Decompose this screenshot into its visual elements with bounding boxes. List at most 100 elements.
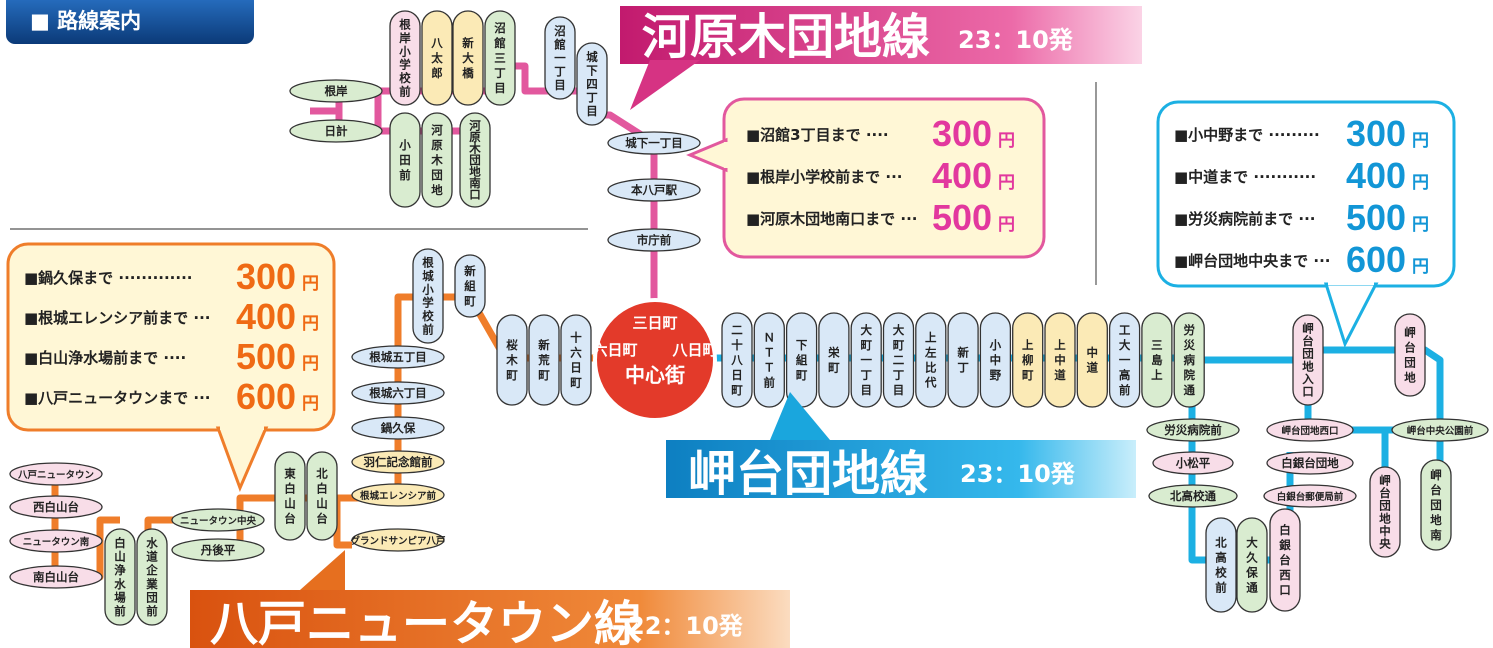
stop-misaki-v-3-char: 口 <box>1302 385 1314 399</box>
stop-misaki-9[interactable]: 上柳町 <box>1012 312 1044 408</box>
stop-kawara-1-char: 太 <box>430 51 443 65</box>
stop-kawara-0-char: 岸 <box>399 31 411 45</box>
stop-center-1[interactable]: 新組町 <box>454 254 486 318</box>
stop-kawara-h-4[interactable]: 市庁前 <box>607 228 701 252</box>
stop-kawara-6[interactable]: 小田前 <box>389 112 421 208</box>
stop-center-3[interactable]: 新荒町 <box>528 314 560 406</box>
stop-misaki-8[interactable]: 小中野 <box>979 312 1012 408</box>
stop-newtown-0[interactable]: 根城五丁目 <box>351 345 445 369</box>
stop-misaki-h-2[interactable]: 北高校通 <box>1148 484 1238 508</box>
stop-misaki-11[interactable]: 中道 <box>1076 312 1108 408</box>
stop-kawara-h-3[interactable]: 本八戸駅 <box>607 178 701 202</box>
stop-misaki-3[interactable]: 栄町 <box>818 312 850 408</box>
stop-misaki-5-char: 二 <box>893 353 905 367</box>
stop-kawara-4-char: 目 <box>554 78 566 92</box>
stop-kawara-2[interactable]: 新大橋 <box>452 10 484 106</box>
stop-kawara-1-char: 郎 <box>431 66 443 80</box>
stop-misaki-v-4[interactable]: 岬台団地 <box>1394 313 1426 397</box>
stop-newtown-8[interactable]: 八戸ニュータウン <box>9 462 103 486</box>
stop-misaki-h-5[interactable]: 白銀台郵便局前 <box>1263 484 1357 508</box>
stop-newtown-2[interactable]: 鍋久保 <box>351 416 445 440</box>
stop-misaki-9-char: 町 <box>1022 368 1034 382</box>
stop-misaki-h-1[interactable]: 小松平 <box>1152 451 1234 475</box>
stop-misaki-0-char: 日 <box>731 368 743 382</box>
hub-center[interactable]: 三日町 六日町 八日町 中心街 <box>592 298 718 422</box>
stop-misaki-5-char: 目 <box>893 383 905 397</box>
stop-misaki-2[interactable]: 下組町 <box>785 312 818 408</box>
stop-misaki-h-3[interactable]: 岬台団地西口 <box>1266 418 1354 442</box>
stop-kawara-h-1[interactable]: 日計 <box>289 119 383 143</box>
stop-misaki-2-char: 下 <box>796 338 808 352</box>
stop-misaki-v-0-char: 前 <box>1215 581 1227 595</box>
stop-newtown-9[interactable]: 西白山台 <box>9 495 103 519</box>
stop-misaki-h-4[interactable]: 白銀台団地 <box>1266 451 1354 475</box>
stop-newtown-v-3-char: 業 <box>145 577 158 591</box>
stop-newtown-7[interactable]: 丹後平 <box>171 538 265 562</box>
stop-misaki-v-5[interactable]: 岬台団地中央 <box>1369 466 1401 558</box>
stop-newtown-v-2-char: 水 <box>114 577 126 591</box>
stop-kawara-h-0[interactable]: 根岸 <box>289 79 383 103</box>
stop-newtown-10[interactable]: ニュータウン南 <box>9 529 103 553</box>
stop-misaki-13[interactable]: 三島上 <box>1141 312 1173 408</box>
stop-newtown-8-label: 八戸ニュータウン <box>17 469 94 481</box>
stop-kawara-1[interactable]: 八太郎 <box>421 10 453 106</box>
newtown-banner: 八戸ニュータウン線 22：10発 <box>190 550 790 648</box>
stop-newtown-1[interactable]: 根城六丁目 <box>351 381 445 405</box>
stop-kawara-7[interactable]: 河原木団地 <box>421 112 453 208</box>
stop-misaki-11-char: 道 <box>1087 361 1099 375</box>
stop-newtown-11[interactable]: 南白山台 <box>9 565 103 589</box>
fare-unit: 円 <box>1412 131 1429 151</box>
fare-price: 300 <box>236 256 296 297</box>
stop-newtown-3[interactable]: 羽仁記念館前 <box>351 450 445 474</box>
stop-kawara-h-2[interactable]: 城下一丁目 <box>607 131 701 155</box>
stop-center-0-char: 学 <box>422 296 434 310</box>
fare-label: ■根岸小学校前まで ··· <box>746 168 903 186</box>
stop-kawara-0[interactable]: 根岸小学校前 <box>389 10 421 106</box>
stop-newtown-v-2[interactable]: 白山浄水場前 <box>104 528 136 626</box>
stop-kawara-7-char: 木 <box>430 153 443 167</box>
stop-misaki-10[interactable]: 上中道 <box>1044 312 1076 408</box>
stop-misaki-h-6[interactable]: 岬台中央公園前 <box>1391 418 1489 442</box>
fare-price: 400 <box>932 155 992 196</box>
stop-misaki-6-char: 左 <box>924 346 937 360</box>
stop-misaki-4-char: 目 <box>860 383 872 397</box>
stop-newtown-4-label: 根城エレンシア前 <box>360 490 437 502</box>
stop-misaki-h-0[interactable]: 労災病院前 <box>1146 418 1240 442</box>
stop-misaki-7[interactable]: 新丁 <box>947 312 979 408</box>
stop-center-2[interactable]: 桜木町 <box>496 314 528 406</box>
stop-misaki-v-4-char: 岬 <box>1404 326 1416 340</box>
fare-unit: 円 <box>302 274 319 294</box>
stop-newtown-5[interactable]: グランドサンピア八戸 <box>350 528 446 552</box>
stop-newtown-6[interactable]: ニュータウン中央 <box>171 508 265 532</box>
stop-kawara-8[interactable]: 河原木団地南口 <box>459 112 491 208</box>
stop-misaki-h-0-label: 労災病院前 <box>1164 423 1222 437</box>
stop-newtown-9-label: 西白山台 <box>33 500 79 514</box>
stop-misaki-v-5-char: 央 <box>1379 537 1391 551</box>
stop-newtown-4[interactable]: 根城エレンシア前 <box>351 483 445 507</box>
stop-kawara-3-char: 沼 <box>494 21 506 35</box>
stop-misaki-4-char: 丁 <box>860 368 872 382</box>
